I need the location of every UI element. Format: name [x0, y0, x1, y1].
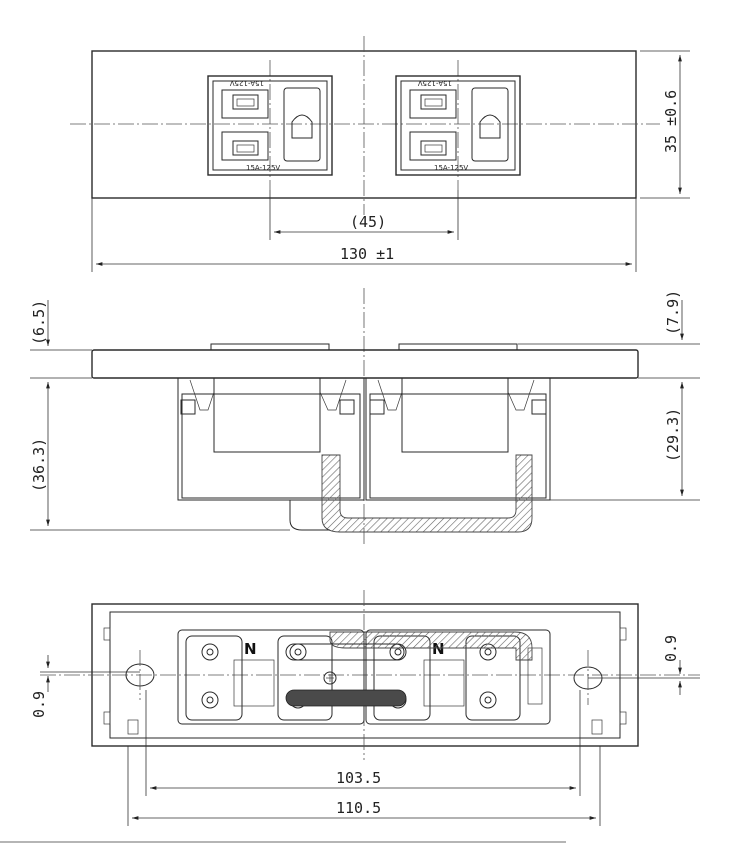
dim-side-36-3: (36.3): [30, 438, 48, 492]
dim-side-7-9: (7.9): [664, 290, 682, 335]
side-wire-loop: [321, 454, 533, 533]
dim-back-offset-left: 0.9: [30, 691, 48, 718]
left-outlet-face: 15A-125V 15A-125V: [207, 75, 333, 176]
back-wire-dark: [285, 689, 407, 707]
dim-side-29-3: (29.3): [664, 408, 682, 462]
dim-back-inner-width: 110.5: [336, 799, 381, 817]
right-rating-top: 15A-125V: [418, 79, 452, 87]
left-rating-top: 15A-125V: [230, 79, 264, 87]
dim-pitch-45: (45): [350, 213, 386, 231]
back-wire-slot: [285, 643, 405, 661]
right-rating-bottom: 15A-125V: [434, 164, 468, 172]
left-neutral-mark: N: [244, 640, 257, 658]
dim-back-offset-right: 0.9: [662, 635, 680, 662]
dim-width-130: 130 ±1: [340, 245, 394, 263]
dim-height-35: 35 ±0.6: [662, 90, 680, 153]
front-view: 15A-125V 15A-125V 15A-125V 15A-125V: [70, 36, 690, 272]
dim-side-6-5: (6.5): [30, 300, 48, 345]
left-rating-bottom: 15A-125V: [246, 164, 280, 172]
left-body-side: [177, 377, 365, 501]
dim-back-hole-pitch: 103.5: [336, 769, 381, 787]
back-wire-hatched: [329, 631, 533, 661]
right-outlet-face: 15A-125V 15A-125V: [395, 75, 521, 176]
right-body-side: [365, 377, 551, 501]
side-plate: [91, 349, 639, 379]
back-view: N N 0.9 0.9: [30, 590, 700, 826]
side-view: (6.5) (36.3) (7.9) (29.3): [30, 288, 700, 545]
